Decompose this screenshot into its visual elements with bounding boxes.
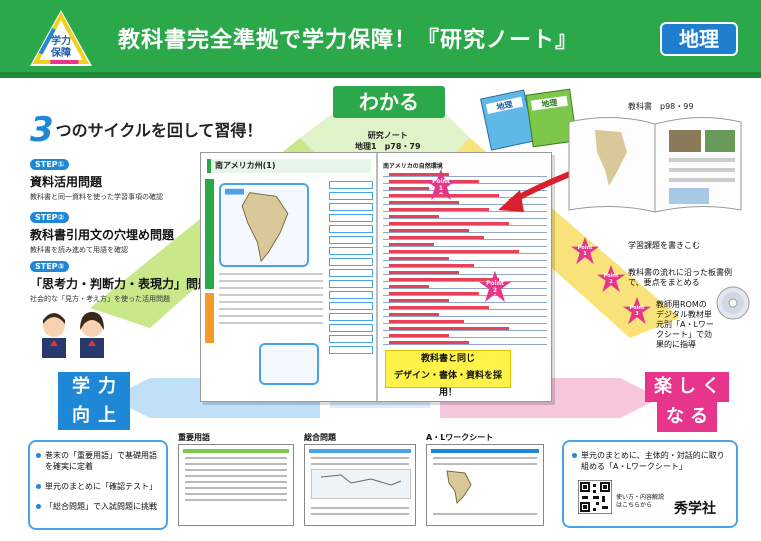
answer-box[interactable] [329, 181, 373, 189]
answer-box[interactable] [329, 291, 373, 299]
point-2-text: 教科書の流れに沿った板書例で、要点をまとめる [628, 268, 732, 287]
same-design-line2: デザイン・書体・資料を採用！ [393, 371, 502, 398]
step-2-title: 教科書引用文の穴埋め問題 [30, 228, 175, 242]
answer-box[interactable] [329, 335, 373, 343]
svg-text:地理: 地理 [541, 97, 558, 109]
step-3: STEP③ 「思考力・判断力・表現力」問題 社会的な「見方・考え方」を使った活用… [30, 254, 210, 304]
publisher-name: 秀学社 [674, 501, 716, 517]
step-3-tag: STEP③ [30, 261, 70, 272]
students-illustration [42, 312, 104, 358]
step-3-desc: 社会的な「見方・考え方」を使った活用問題 [30, 295, 170, 303]
spread-ref-title: 研究ノート [367, 131, 408, 140]
cycle-label-left-line2: 向上 [58, 401, 130, 430]
step-2-tag: STEP② [30, 212, 70, 223]
cd-rom-icon [716, 286, 750, 320]
cycle-label-right-line1: 楽しく [645, 372, 729, 402]
answer-box[interactable] [329, 280, 373, 288]
al-worksheet-thumbnail [426, 444, 544, 526]
answer-box[interactable] [329, 302, 373, 310]
cycle-heading-number: 3 [30, 110, 54, 150]
subject-badge: 地理 [660, 22, 738, 56]
answer-box[interactable] [329, 269, 373, 277]
same-design-line1: 教科書と同じ [420, 354, 475, 364]
textbook-covers: 地理 地理 [480, 88, 578, 151]
answer-box[interactable] [329, 346, 373, 354]
answer-box[interactable] [329, 203, 373, 211]
glossary-thumbnail [178, 444, 294, 526]
features-box: 巻末の「重要用語」で基礎用語を確実に定着 単元のまとめに「確認テスト」 「総合問… [28, 440, 168, 530]
step-1-desc: 教科書と同一資料を使った学習事項の確認 [30, 193, 163, 201]
open-textbook [568, 117, 742, 213]
cycle-label-wakaru: わかる [333, 86, 445, 118]
page-title: 教科書完全準拠で学力保障！『研究ノート』 [118, 28, 579, 53]
feature-bullet-3: 「総合問題」で入試問題に挑戦 [36, 501, 160, 512]
logo-text-2: 保障 [50, 46, 71, 59]
point-1-text: 学習課題を書きこむ [628, 241, 700, 250]
step-1: STEP① 資料活用問題 教科書と同一資料を使った学習事項の確認 [30, 152, 210, 202]
spread-right-header: 南アメリカの自然環境 [383, 163, 443, 170]
spread-left-sidebar-2 [205, 293, 214, 343]
south-america-map [219, 183, 309, 267]
spread-left-text [219, 273, 323, 329]
same-design-callout: 教科書と同じ デザイン・書体・資料を採用！ [385, 350, 511, 398]
step-3-title: 「思考力・判断力・表現力」問題 [30, 277, 211, 291]
logo-text-1: 学力 [51, 34, 71, 47]
answer-box[interactable] [329, 236, 373, 244]
spread-left-sidebar [205, 179, 214, 289]
step-2: STEP② 教科書引用文の穴埋め問題 教科書を読み進めて用語を確認 [30, 205, 210, 255]
thumb-label-glossary: 重要用語 [178, 433, 210, 442]
answer-box[interactable] [329, 192, 373, 200]
al-worksheet-info-box: 単元のまとめに、主体的・対話的に取り組める「A・Lワークシート」 使い方・内容解… [562, 440, 738, 528]
answer-box[interactable] [329, 313, 373, 321]
answer-box[interactable] [329, 225, 373, 233]
cycle-label-right-line2: なる [657, 402, 717, 432]
cycle-label-left-line1: 学力 [58, 372, 130, 401]
point-3-text: 教師用ROMのデジタル教材単元別「A・Lワークシート」で効果的に指導 [656, 300, 714, 349]
step-1-tag: STEP① [30, 159, 70, 170]
comprehensive-thumbnail [304, 444, 416, 526]
svg-text:地理: 地理 [496, 99, 514, 112]
thumb-label-al-worksheet: A・Lワークシート [426, 433, 494, 442]
qr-note: 使い方・内容解説 はこちらから [616, 494, 665, 509]
header-stripe [0, 72, 761, 78]
cycle-label-gakuryoku-kojo: 学力 向上 [58, 372, 130, 430]
spread-ref-pages: 地理1 p78・79 [355, 142, 421, 151]
step-2-desc: 教科書を読み進めて用語を確認 [30, 246, 128, 254]
thumb-label-comprehensive: 総合問題 [304, 433, 336, 442]
header-banner [0, 0, 761, 78]
spread-fold [376, 153, 378, 401]
spread-reference: 研究ノート 地理1 p78・79 [355, 130, 421, 152]
feature-bullet-2: 単元のまとめに「確認テスト」 [36, 481, 160, 492]
answer-boxes [329, 181, 373, 357]
answer-box[interactable] [329, 258, 373, 266]
spread-left-header: 南アメリカ州(1) [207, 159, 371, 173]
step-1-title: 資料活用問題 [30, 175, 103, 189]
spread-left-map-small [259, 343, 319, 385]
feature-bullet-1: 巻末の「重要用語」で基礎用語を確実に定着 [36, 450, 160, 472]
spread-right-notes: 南アメリカの自然環境 [383, 161, 547, 351]
cycle-label-tanoshiku-naru: 楽しく なる [645, 372, 729, 434]
textbook-page-label: 教科書 p98・99 [628, 102, 694, 111]
answer-box[interactable] [329, 247, 373, 255]
qr-code[interactable] [578, 480, 612, 514]
al-worksheet-description: 単元のまとめに、主体的・対話的に取り組める「A・Lワークシート」 [572, 450, 732, 472]
cycle-heading-text: つのサイクルを回して習得！ [55, 121, 263, 140]
answer-box[interactable] [329, 214, 373, 222]
gakuryoku-hosho-logo: 学力 保障 [30, 10, 92, 66]
answer-box[interactable] [329, 324, 373, 332]
